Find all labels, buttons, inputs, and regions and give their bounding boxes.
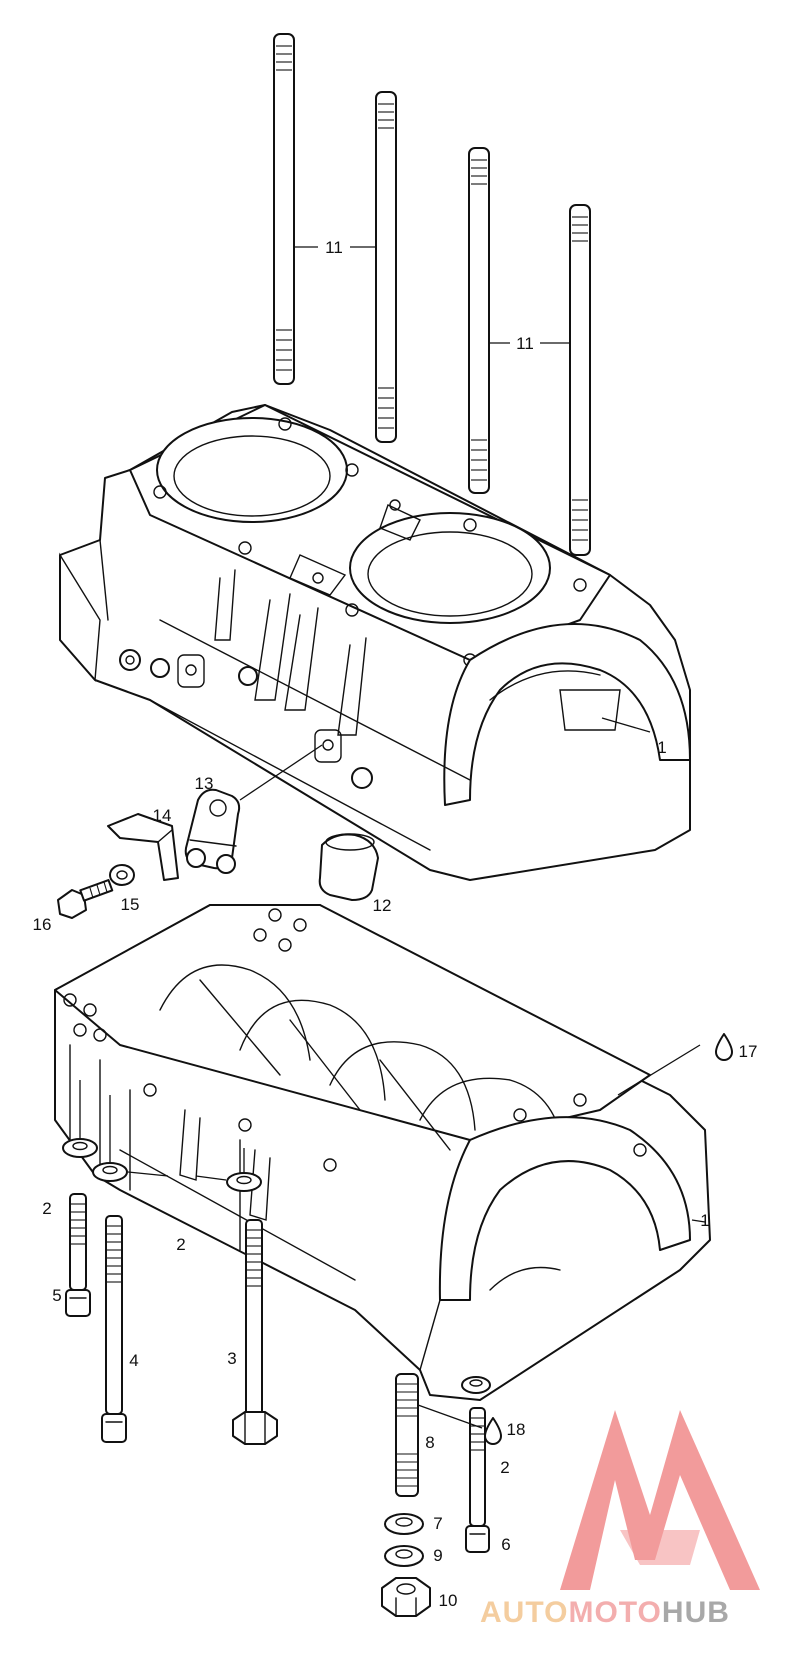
- leader-lines: [79, 246, 706, 1429]
- callout-12: 12: [373, 896, 392, 915]
- cylinder-studs: [273, 33, 591, 556]
- sealant-drop-icon: [484, 1417, 502, 1445]
- washer-2d: [461, 1376, 491, 1394]
- callout-11b: 11: [516, 334, 534, 353]
- callout-9: 9: [433, 1546, 442, 1565]
- callout-11a: 11: [325, 238, 343, 257]
- callout-16: 16: [33, 915, 52, 934]
- callout-8: 8: [425, 1433, 434, 1452]
- hex-screw-small: [57, 879, 114, 919]
- callout-15: 15: [121, 895, 140, 914]
- callout-10: 10: [439, 1591, 458, 1610]
- socket-bolt-5: [65, 1193, 91, 1317]
- stud-4: [569, 204, 591, 556]
- watermark-auto: AUTO: [480, 1596, 568, 1629]
- stud-3: [468, 147, 490, 494]
- callout-3: 3: [227, 1349, 236, 1368]
- callout-1b: 1: [700, 1211, 709, 1230]
- callout-13: 13: [195, 774, 214, 793]
- callout-5: 5: [52, 1286, 61, 1305]
- watermark: AUTOMOTOHUB: [480, 1410, 760, 1629]
- socket-bolt-4: [101, 1215, 127, 1443]
- watermark-hub: HUB: [662, 1596, 730, 1629]
- upper-crankcase: [59, 404, 691, 881]
- washer-2c: [226, 1172, 262, 1192]
- watermark-moto: MOTO: [568, 1596, 661, 1629]
- washer-2b: [92, 1162, 128, 1182]
- callout-7: 7: [433, 1514, 442, 1533]
- washer-7: [384, 1513, 424, 1535]
- callout-14: 14: [153, 806, 172, 825]
- callout-18: 18: [507, 1420, 526, 1439]
- callout-2b: 2: [176, 1235, 185, 1254]
- hose-fitting: [318, 833, 379, 901]
- sealant-drop-icon: [715, 1033, 733, 1061]
- stud-8: [395, 1373, 419, 1497]
- stud-2: [375, 91, 397, 443]
- washer-small: [109, 864, 135, 886]
- watermark-text: AUTOMOTOHUB: [480, 1596, 730, 1629]
- callout-2c: 2: [500, 1458, 509, 1477]
- automotohub-logo-icon: [560, 1410, 760, 1590]
- retaining-clip: [184, 788, 241, 874]
- socket-bolt-6: [465, 1407, 490, 1553]
- lower-crankcase: [54, 904, 711, 1401]
- washer-2a: [62, 1138, 98, 1158]
- hex-bolt-3: [232, 1219, 278, 1445]
- washer-9: [384, 1545, 424, 1567]
- callout-6: 6: [501, 1535, 510, 1554]
- callout-2a: 2: [42, 1199, 51, 1218]
- callout-4: 4: [129, 1351, 138, 1370]
- hex-nut-10: [381, 1577, 431, 1617]
- bracket: [107, 813, 179, 881]
- callout-labels: 11 11 1 13 14 12 15 16 17 1 2 2 5 4 3 18…: [33, 238, 758, 1610]
- stud-1: [273, 33, 295, 385]
- callout-17: 17: [739, 1042, 758, 1061]
- callout-1a: 1: [657, 738, 666, 757]
